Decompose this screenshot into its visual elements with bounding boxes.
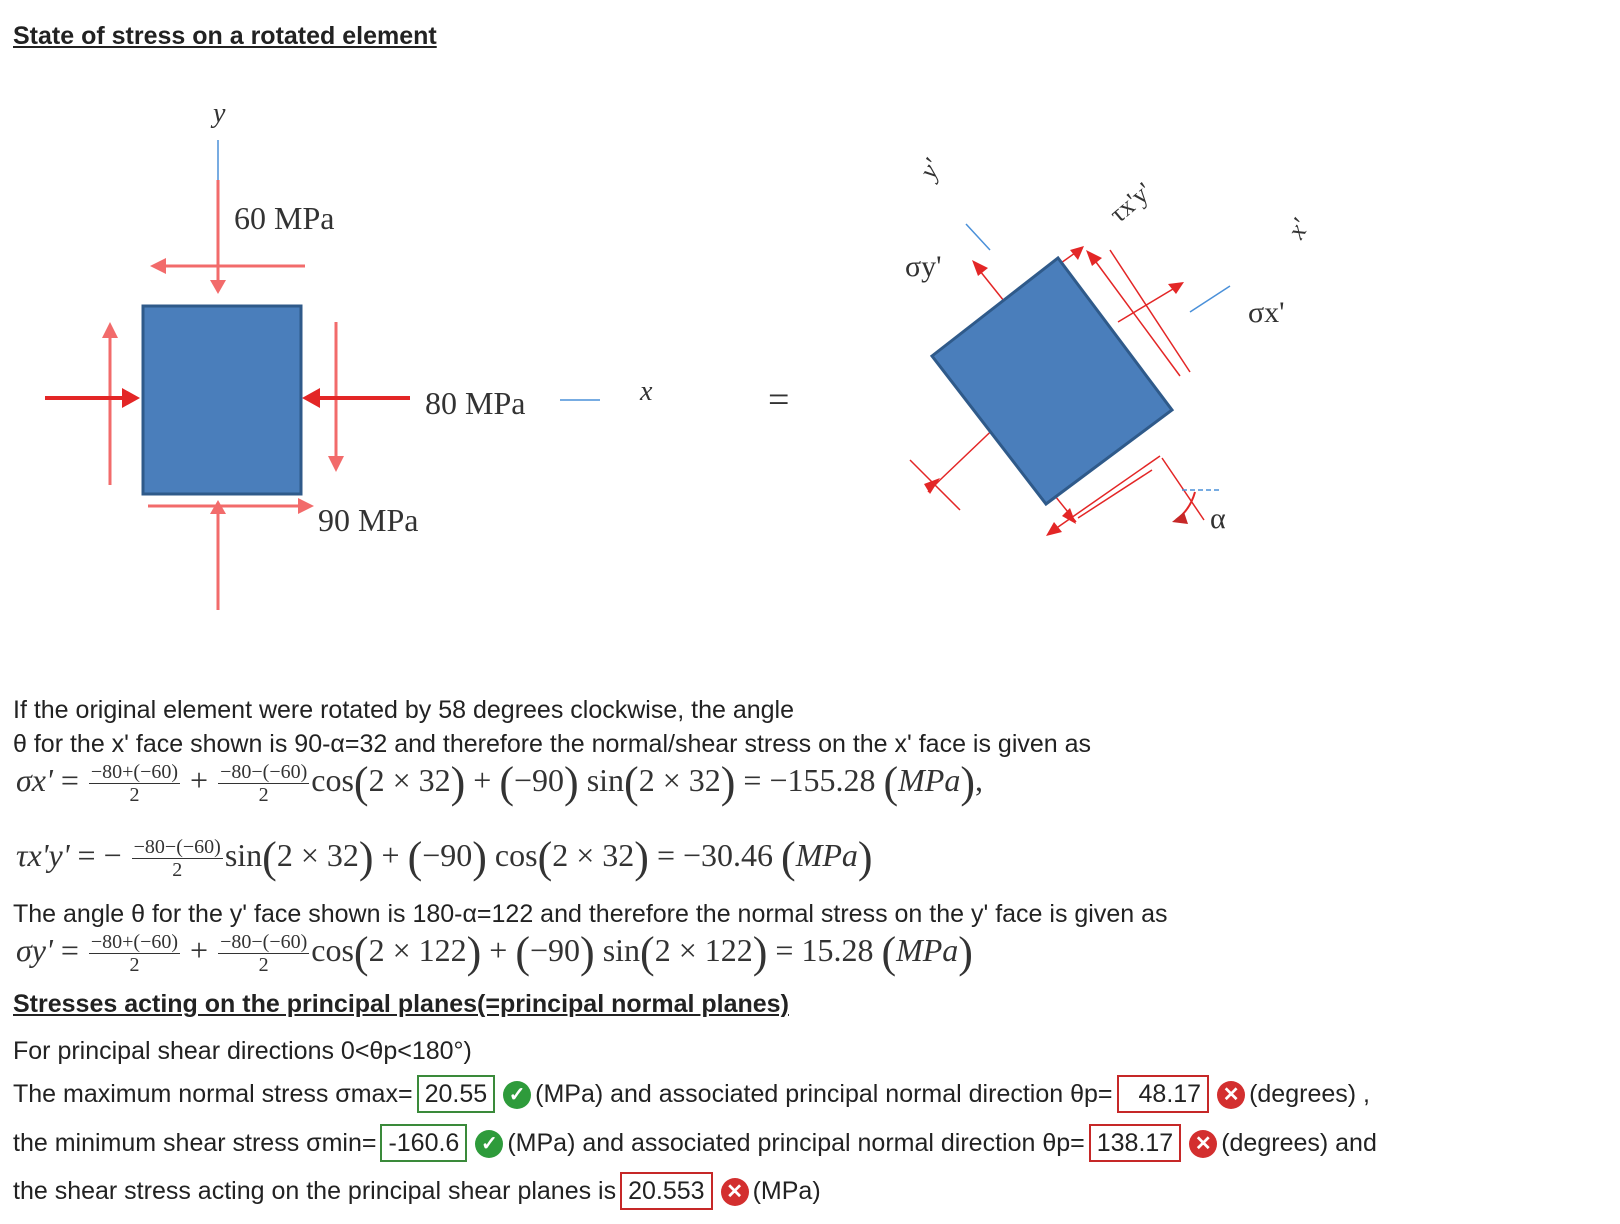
para1-line2: θ for the x' face shown is 90-α=32 and t… <box>13 730 1092 758</box>
eq2-frac-den: 2 <box>172 859 183 882</box>
rotated-element-diagram <box>909 223 1231 536</box>
incorrect-x-icon: ✕ <box>720 1178 749 1207</box>
eq2-result: = −30.46 <box>656 837 774 873</box>
eq1-tau-val: −90 <box>513 762 565 798</box>
eq2-cos-arg: 2 × 32 <box>552 837 635 873</box>
eq1-cos-arg: 2 × 32 <box>368 762 451 798</box>
x-axis-label: x <box>640 376 653 407</box>
eq1-lhs: σx' <box>16 762 53 798</box>
eq1-result: = −155.28 <box>743 762 876 798</box>
eq3-frac2-num: −80−(−60) <box>218 931 310 955</box>
incorrect-x-icon: ✕ <box>1217 1081 1246 1110</box>
para2: The angle θ for the y' face shown is 180… <box>13 900 1168 928</box>
max-line-mid: (MPa) and associated principal normal di… <box>535 1080 1113 1108</box>
min-line-pre: the minimum shear stress σmin= <box>13 1129 377 1157</box>
sigma-max-answer-field[interactable]: 20.55 <box>416 1075 496 1113</box>
eq2-frac-num: −80−(−60) <box>131 836 223 860</box>
principal-planes-heading: Stresses acting on the principal planes(… <box>13 990 789 1018</box>
eq1-frac1-den: 2 <box>129 784 140 807</box>
y-axis-label: y <box>213 98 226 129</box>
label-60-mpa: 60 MPa <box>234 200 335 236</box>
eq2-lhs: τx'y' <box>16 837 70 873</box>
para1-line1: If the original element were rotated by … <box>13 696 795 724</box>
theta-p-max-answer-field[interactable]: 48.17 <box>1116 1075 1210 1113</box>
max-line-pre: The maximum normal stress σmax= <box>13 1080 413 1108</box>
label-80-mpa: 80 MPa <box>425 385 526 421</box>
eq3-frac2-den: 2 <box>258 954 269 977</box>
eq3-tau-val: −90 <box>529 932 581 968</box>
shear-line-pre: the shear stress acting on the principal… <box>13 1177 617 1205</box>
principal-shear-stress-line: the shear stress acting on the principal… <box>13 1172 821 1210</box>
original-element-diagram <box>45 140 600 610</box>
max-normal-stress-line: The maximum normal stress σmax=20.55✓(MP… <box>13 1075 1370 1113</box>
eq1-frac2-den: 2 <box>258 784 269 807</box>
min-line-post: (degrees) and <box>1221 1129 1377 1157</box>
equals-sign: = <box>768 379 790 421</box>
incorrect-x-icon: ✕ <box>1189 1130 1218 1159</box>
eq3-result: = 15.28 <box>775 932 874 968</box>
page-title: State of stress on a rotated element <box>13 22 437 50</box>
min-line-mid: (MPa) and associated principal normal di… <box>507 1129 1085 1157</box>
correct-check-icon: ✓ <box>475 1130 504 1159</box>
eq3-lhs: σy' <box>16 932 53 968</box>
min-normal-stress-line: the minimum shear stress σmin=-160.6✓(MP… <box>13 1124 1377 1162</box>
eq2-tau-val: −90 <box>422 837 473 873</box>
max-line-post: (degrees) , <box>1249 1080 1370 1108</box>
shear-stress-answer-field[interactable]: 20.553 <box>620 1172 713 1210</box>
label-90-mpa: 90 MPa <box>318 502 419 538</box>
eq1-unit: MPa <box>898 762 961 798</box>
range-line: For principal shear directions 0<θp<180°… <box>13 1037 472 1065</box>
eq1-sin-arg: 2 × 32 <box>638 762 721 798</box>
eq3-cos-arg: 2 × 122 <box>368 932 467 968</box>
eq3-unit: MPa <box>896 932 959 968</box>
eq1-frac2-num: −80−(−60) <box>218 761 310 785</box>
eq2-unit: MPa <box>795 837 858 873</box>
eq3-sin-arg: 2 × 122 <box>654 932 753 968</box>
sigma-y-prime-label: σy' <box>905 250 942 283</box>
shear-line-post: (MPa) <box>752 1177 821 1205</box>
sigma-x-prime-label: σx' <box>1248 296 1285 329</box>
eq3-frac1-den: 2 <box>129 954 140 977</box>
eq1-frac1-num: −80+(−60) <box>88 761 181 785</box>
sigma-min-answer-field[interactable]: -160.6 <box>380 1124 468 1162</box>
eq3-frac1-num: −80+(−60) <box>88 931 181 955</box>
correct-check-icon: ✓ <box>503 1081 532 1110</box>
eq2-sin-arg: 2 × 32 <box>276 837 359 873</box>
theta-p-min-answer-field[interactable]: 138.17 <box>1088 1124 1182 1162</box>
alpha-label: α <box>1210 502 1226 535</box>
